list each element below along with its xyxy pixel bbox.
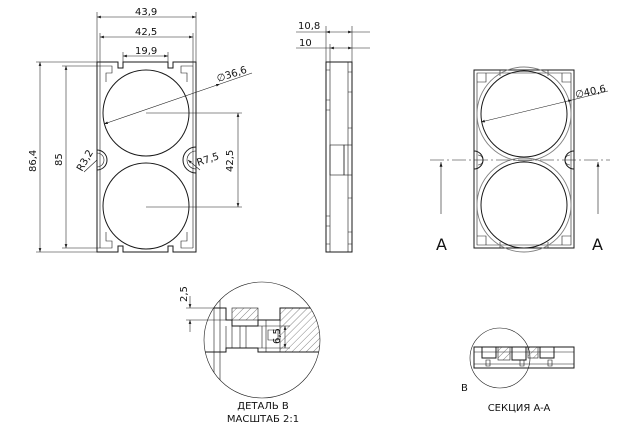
dim-bore-diameter: ∅36,6 [216, 65, 249, 85]
dim-notch-radius-left: R3,2 [75, 148, 96, 173]
dim-detail-step: 2,5 [179, 286, 190, 302]
dim-notch-radius-right: R7,5 [196, 151, 221, 169]
dim-thickness-total: 10,8 [298, 21, 320, 32]
section-mark-right: A [592, 235, 603, 254]
section-upper-bore [476, 66, 572, 162]
section-caption: СЕКЦИЯ A-A [488, 403, 551, 414]
side-view-outline [325, 61, 353, 253]
section-mark-left: A [436, 235, 447, 254]
detail-mark: B [461, 383, 468, 394]
dim-detail-depth: 6,5 [272, 328, 283, 344]
dim-center-distance: 42,5 [225, 150, 236, 172]
left-notch [96, 149, 108, 171]
dim-inner-height: 85 [54, 153, 65, 166]
side-view: 10,8 10 [296, 21, 370, 253]
right-notch [182, 146, 197, 174]
dim-overall-height: 86,4 [28, 150, 39, 172]
side-view-notch [329, 144, 345, 176]
lower-bore [102, 162, 190, 250]
left-notch-inner [96, 152, 105, 168]
dim-section-bore-diameter: ∅40,6 [574, 84, 607, 101]
detail-b: 2,5 6,5 ДЕТАЛЬ B МАСШТАБ 2:1 [179, 281, 321, 425]
detail-caption-title: ДЕТАЛЬ B [237, 401, 289, 412]
dim-slot-width: 19,9 [135, 46, 157, 57]
dim-inner-width: 42,5 [135, 27, 157, 38]
front-view-inner-wall [99, 65, 194, 249]
dim-overall-width: 43,9 [135, 7, 157, 18]
front-view-outline [96, 61, 197, 253]
front-view: 43,9 42,5 19,9 86,4 85 R3,2 R7,5 ∅36,6 4… [28, 7, 253, 253]
detail-caption-scale: МАСШТАБ 2:1 [227, 414, 299, 425]
dim-thickness-inner: 10 [299, 38, 312, 49]
section-a-a: B СЕКЦИЯ A-A [461, 327, 575, 414]
right-notch-inner [186, 150, 197, 170]
section-view-top: A A ∅40,6 [430, 66, 610, 254]
section-lower-bore [476, 157, 572, 253]
